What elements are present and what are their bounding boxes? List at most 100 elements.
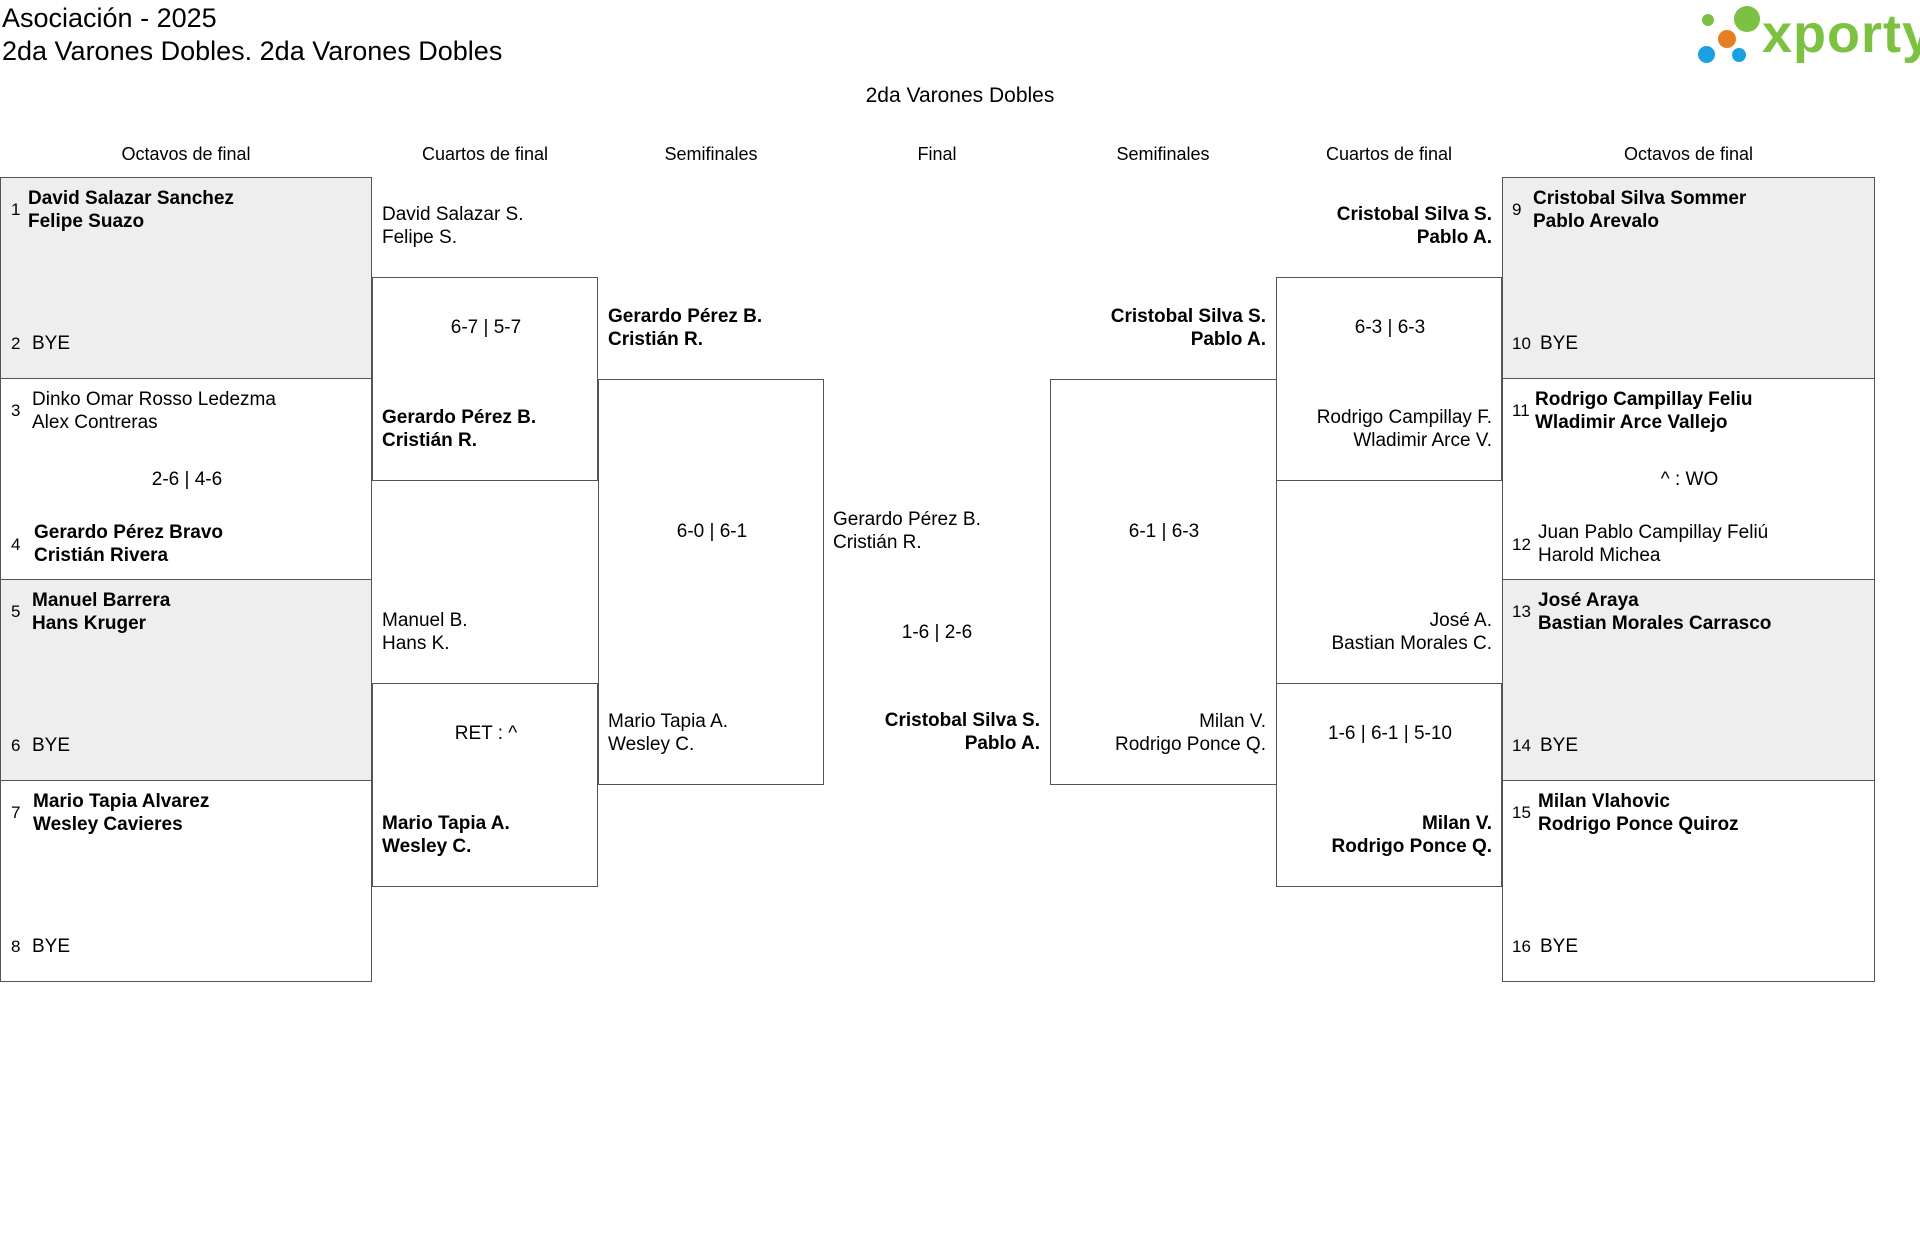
sf-left-match: 6-0 | 6-1 Mario Tapia A. Wesley C. [598,379,824,785]
xporty-logo: xporty [1698,4,1920,70]
r16-left-match-3: 5 Manuel Barrera Hans Kruger 6 BYE [0,579,372,781]
seed-number: 8 [11,937,21,956]
team-player-2: Pablo Arevalo [1533,211,1660,232]
seed-number: 7 [11,803,21,822]
team-player-2: Wesley Cavieres [33,814,183,835]
qf-left-1-team-a-player-1: David Salazar S. [382,204,524,225]
qf-left-2-team-a-player-2: Hans K. [382,633,450,654]
final-team-a-player-1: Gerardo Pérez B. [833,509,981,530]
seed-number: 4 [11,535,21,554]
team-player-2: Wladimir Arce V. [1353,430,1492,451]
bye-label: BYE [1540,735,1579,756]
team-player-2: Wesley C. [382,836,472,857]
team-player-1: Cristobal Silva Sommer [1533,188,1747,209]
sf-right-team-a-player-2: Pablo A. [1190,329,1266,350]
bye-label: BYE [32,735,71,756]
match-score: ^ : WO [1660,469,1719,490]
team-player-2: Cristián Rivera [34,545,169,566]
team-player-1: Mario Tapia A. [608,711,729,732]
qf-right-1-team-a-player-1: Cristobal Silva S. [1336,204,1492,225]
round-title-cuartos-right: Cuartos de final [1325,144,1453,164]
bye-label: BYE [1540,936,1579,957]
logo-dot-orange [1718,30,1736,48]
final-team-a-player-2: Cristián R. [833,532,922,553]
team-player-2: Rodrigo Ponce Q. [1331,836,1492,857]
logo-dot-green-small [1702,14,1714,26]
r16-right-match-2: 11 Rodrigo Campillay Feliu Wladimir Arce… [1502,378,1875,580]
qf-left-match-1: 6-7 | 5-7 Gerardo Pérez B. Cristián R. [372,277,598,481]
team-player-1: David Salazar Sanchez [28,188,234,209]
seed-number: 15 [1512,803,1531,822]
seed-number: 3 [11,401,21,420]
r16-left-match-1: 1 David Salazar Sanchez Felipe Suazo 2 B… [0,177,372,379]
qf-left-2-team-a-player-1: Manuel B. [382,610,468,631]
r16-left-match-4: 7 Mario Tapia Alvarez Wesley Cavieres 8 … [0,780,372,982]
team-player-2: Cristián R. [382,430,478,451]
team-player-1: Rodrigo Campillay Feliu [1535,389,1753,410]
logo-dot-blue-left [1698,46,1715,63]
team-player-1: José Araya [1538,590,1639,611]
match-score: 6-3 | 6-3 [1354,317,1426,338]
sf-left-team-a-player-1: Gerardo Pérez B. [608,306,763,327]
team-player-1: Gerardo Pérez Bravo [34,522,224,543]
final-team-b-player-2: Pablo A. [964,733,1040,754]
seed-number: 6 [11,736,21,755]
r16-right-match-4: 15 Milan Vlahovic Rodrigo Ponce Quiroz 1… [1502,780,1875,982]
final-team-b-player-1: Cristobal Silva S. [884,710,1040,731]
seed-number: 9 [1512,200,1522,219]
match-score: 6-0 | 6-1 [676,521,748,542]
qf-right-match-1: 6-3 | 6-3 Rodrigo Campillay F. Wladimir … [1276,277,1502,481]
team-player-1: Juan Pablo Campillay Feliú [1538,522,1769,543]
match-score: 2-6 | 4-6 [151,469,223,490]
team-player-2: Felipe Suazo [28,211,145,232]
r16-right-match-3: 13 José Araya Bastian Morales Carrasco 1… [1502,579,1875,781]
category-title: 2da Varones Dobles. 2da Varones Dobles [2,36,503,66]
round-title-semis-left: Semifinales [664,144,758,164]
r16-left-match-2: 3 Dinko Omar Rosso Ledezma Alex Contrera… [0,378,372,580]
team-player-2: Harold Michea [1538,545,1661,566]
team-player-1: Milan Vlahovic [1538,791,1670,812]
team-player-1: Dinko Omar Rosso Ledezma [32,389,276,410]
team-player-1: Gerardo Pérez B. [382,407,537,428]
qf-right-2-team-a-player-1: José A. [1429,610,1492,631]
match-score: RET : ^ [454,723,518,744]
qf-right-match-2: 1-6 | 6-1 | 5-10 Milan V. Rodrigo Ponce … [1276,683,1502,887]
r16-right-match-1: 9 Cristobal Silva Sommer Pablo Arevalo 1… [1502,177,1875,379]
association-title: Asociación - 2025 [2,3,217,33]
match-score: 1-6 | 6-1 | 5-10 [1328,723,1452,744]
sf-right-match: 6-1 | 6-3 Milan V. Rodrigo Ponce Q. [1050,379,1277,785]
round-title-octavos-left: Octavos de final [121,144,251,164]
qf-right-1-team-a-player-2: Pablo A. [1416,227,1492,248]
qf-left-1-team-a-player-2: Felipe S. [382,227,457,248]
seed-number: 2 [11,334,21,353]
team-player-2: Alex Contreras [32,412,158,433]
team-player-1: Mario Tapia A. [382,813,510,834]
round-title-final: Final [917,144,957,164]
sf-left-team-a-player-2: Cristián R. [608,329,704,350]
team-player-1: Milan V. [1199,711,1266,732]
seed-number: 5 [11,602,21,621]
team-player-2: Hans Kruger [32,613,147,634]
seed-number: 11 [1512,401,1530,420]
seed-number: 10 [1512,334,1531,353]
logo-dot-green-large [1734,6,1760,32]
round-title-octavos-right: Octavos de final [1623,144,1754,164]
seed-number: 13 [1512,602,1531,621]
draw-name: 2da Varones Dobles [865,84,1055,107]
bye-label: BYE [32,333,71,354]
seed-number: 1 [11,200,21,219]
team-player-2: Bastian Morales Carrasco [1538,613,1772,634]
logo-dot-blue-right [1732,48,1746,62]
sf-right-team-a-player-1: Cristobal Silva S. [1110,306,1266,327]
team-player-2: Rodrigo Ponce Quiroz [1538,814,1739,835]
round-title-semis-right: Semifinales [1116,144,1210,164]
team-player-2: Wesley C. [608,734,695,755]
team-player-1: Mario Tapia Alvarez [33,791,210,812]
match-score: 6-1 | 6-3 [1128,521,1200,542]
bye-label: BYE [1540,333,1579,354]
team-player-1: Milan V. [1421,813,1492,834]
final-score: 1-6 | 2-6 [901,622,973,643]
bye-label: BYE [32,936,71,957]
seed-number: 14 [1512,736,1531,755]
match-score: 6-7 | 5-7 [450,317,522,338]
